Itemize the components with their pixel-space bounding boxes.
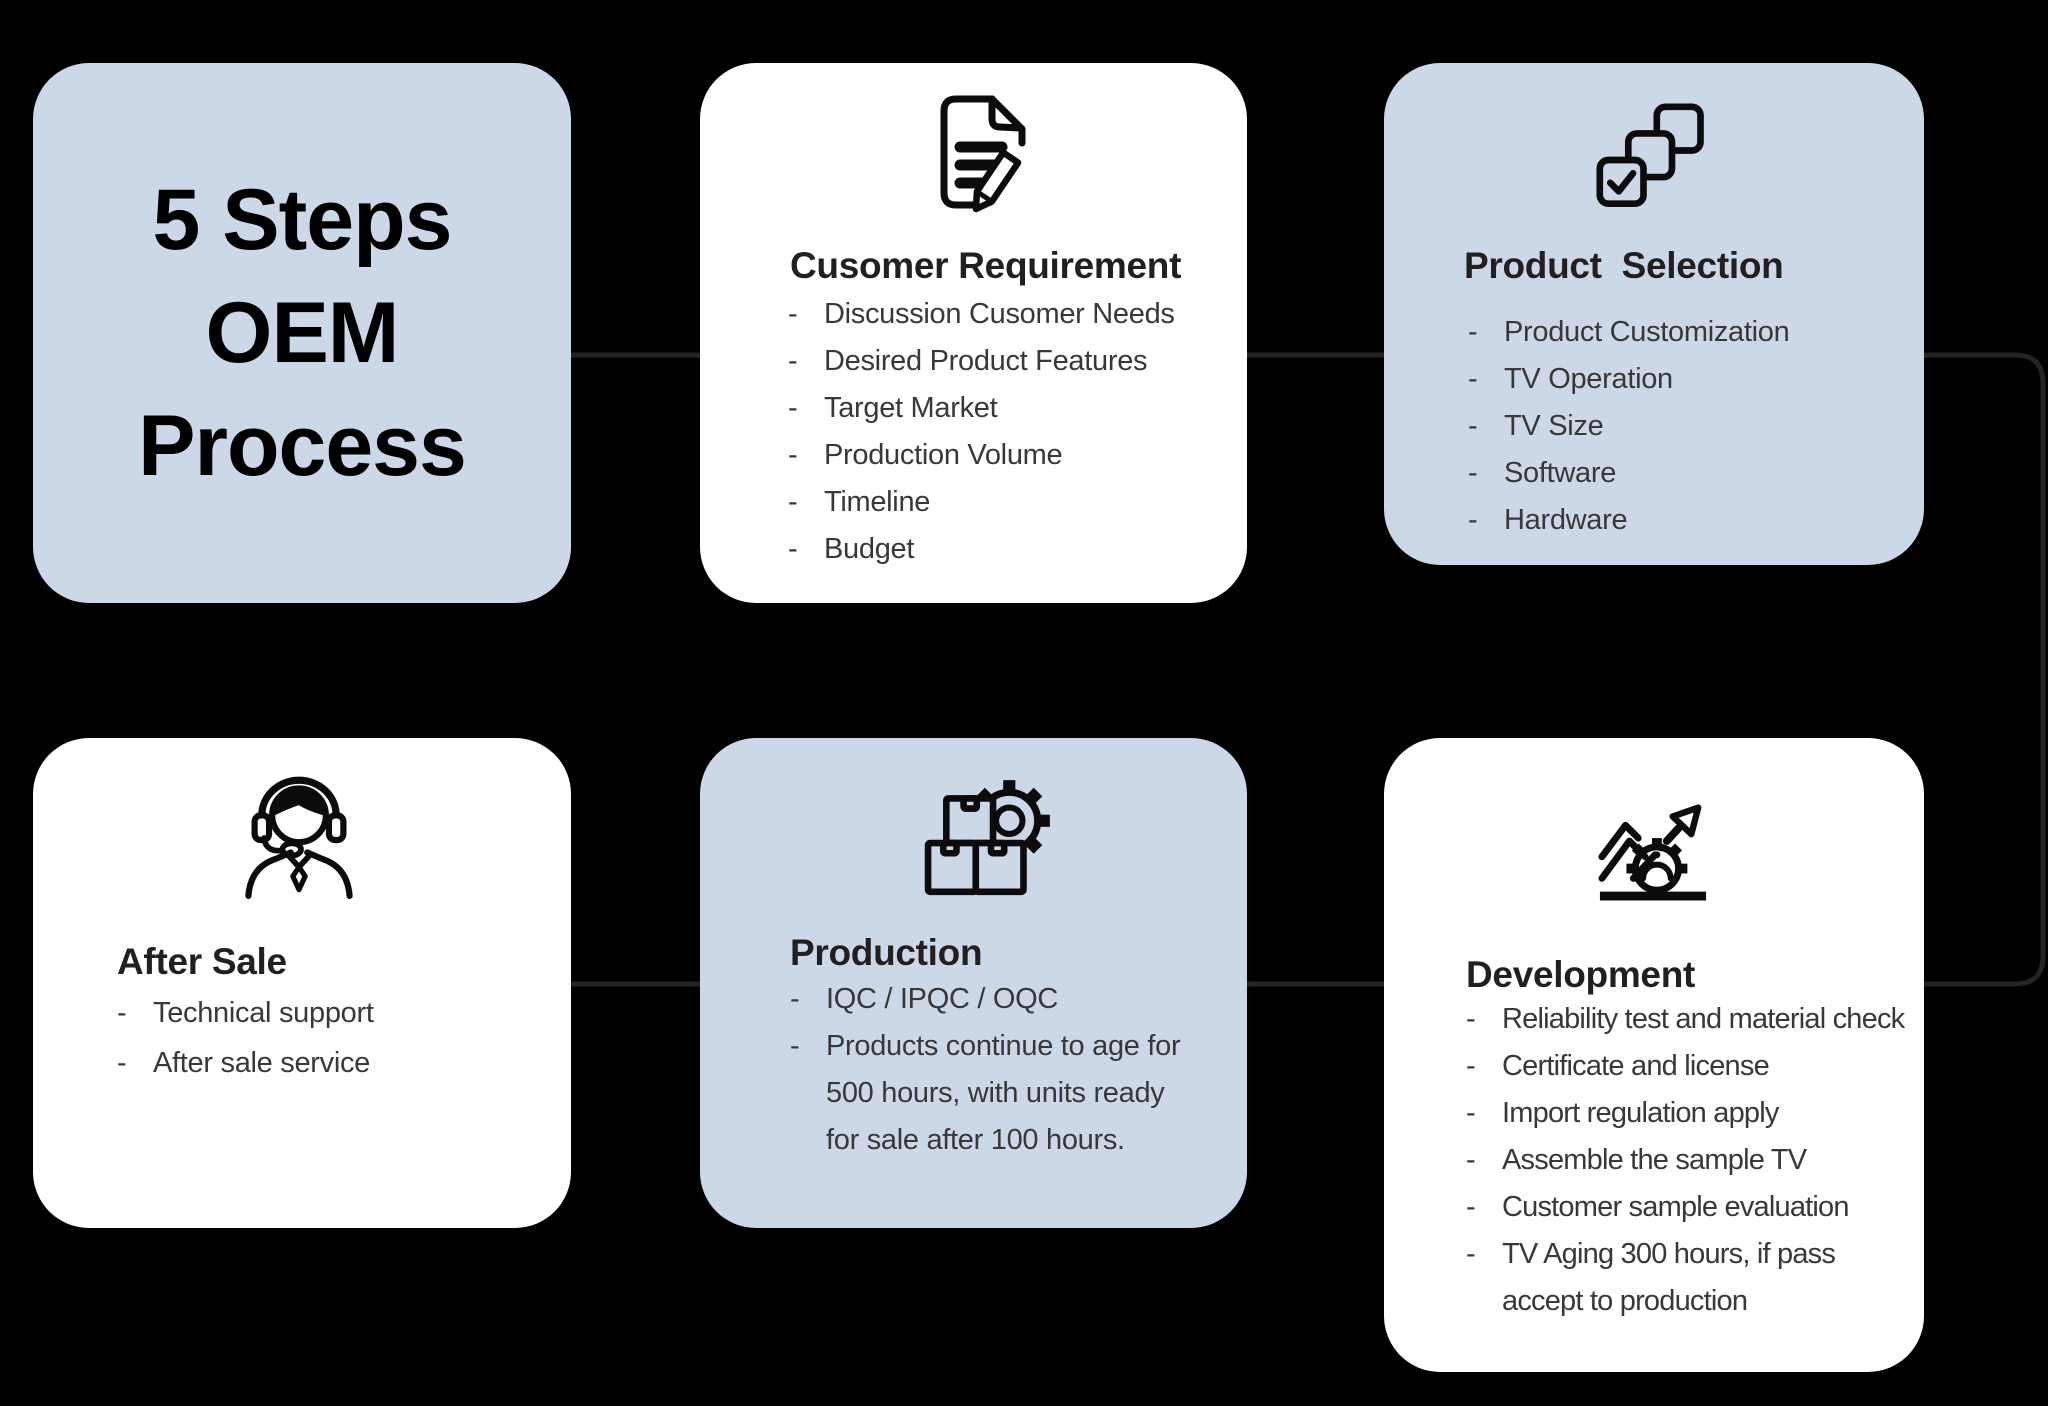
list-marker: - xyxy=(117,997,127,1029)
list-item: -Assemble the sample TV xyxy=(1466,1137,1940,1184)
stacked-squares-check-icon xyxy=(1596,101,1710,219)
list-marker: - xyxy=(1468,363,1478,395)
list-item: -Reliability test and material check xyxy=(1466,996,1940,1043)
requirement-list: -Discussion Cusomer Needs -Desired Produ… xyxy=(788,291,1218,573)
card-title: Production xyxy=(790,932,983,973)
list-marker: - xyxy=(788,486,798,518)
list-item: -Products continue to age for 500 hours,… xyxy=(790,1023,1220,1164)
list-item: -After sale service xyxy=(117,1038,547,1088)
list-marker: - xyxy=(1466,1238,1476,1270)
list-marker: - xyxy=(788,533,798,565)
list-marker: - xyxy=(1466,1050,1476,1082)
list-item: -TV Aging 300 hours, if pass accept to p… xyxy=(1466,1231,1940,1325)
selection-list: -Product Customization -TV Operation -TV… xyxy=(1468,309,1898,544)
card-five-steps: 5 Steps OEM Process xyxy=(33,63,571,603)
card-title: Development xyxy=(1466,954,1696,995)
development-list: -Reliability test and material check -Ce… xyxy=(1466,996,1940,1325)
card-title: After Sale xyxy=(117,941,287,982)
card-production: Production -IQC / IPQC / OQC -Products c… xyxy=(700,738,1247,1228)
list-marker: - xyxy=(1468,410,1478,442)
card-customer-requirement: Cusomer Requirement -Discussion Cusomer … xyxy=(700,63,1247,603)
list-item: -Discussion Cusomer Needs xyxy=(788,291,1218,338)
list-item: -IQC / IPQC / OQC xyxy=(790,976,1220,1023)
list-marker: - xyxy=(1468,504,1478,536)
list-marker: - xyxy=(788,298,798,330)
list-marker: - xyxy=(1466,1191,1476,1223)
list-item: -Certificate and license xyxy=(1466,1043,1940,1090)
list-marker: - xyxy=(1466,1097,1476,1129)
production-list: -IQC / IPQC / OQC -Products continue to … xyxy=(790,976,1220,1164)
main-title-line: 5 Steps xyxy=(152,171,453,268)
list-marker: - xyxy=(788,345,798,377)
growth-arrow-gear-icon xyxy=(1596,782,1710,904)
list-item: -Software xyxy=(1468,450,1898,497)
list-item: -TV Operation xyxy=(1468,356,1898,403)
list-marker: - xyxy=(117,1047,127,1079)
list-item: -Import regulation apply xyxy=(1466,1090,1940,1137)
card-after-sale: After Sale -Technical support -After sal… xyxy=(33,738,571,1228)
list-item: -Customer sample evaluation xyxy=(1466,1184,1940,1231)
list-item: -Target Market xyxy=(788,385,1218,432)
list-item: -Desired Product Features xyxy=(788,338,1218,385)
list-marker: - xyxy=(1468,457,1478,489)
card-title: Cusomer Requirement xyxy=(790,245,1182,286)
list-item: -Budget xyxy=(788,526,1218,573)
list-marker: - xyxy=(1466,1144,1476,1176)
list-item: -TV Size xyxy=(1468,403,1898,450)
list-item: -Production Volume xyxy=(788,432,1218,479)
main-title-line: OEM xyxy=(205,284,400,381)
after-sale-list: -Technical support -After sale service xyxy=(117,988,547,1088)
list-marker: - xyxy=(790,1030,800,1062)
headset-agent-icon xyxy=(241,772,357,900)
document-edit-icon xyxy=(930,91,1054,215)
list-marker: - xyxy=(788,392,798,424)
list-item: -Timeline xyxy=(788,479,1218,526)
list-marker: - xyxy=(790,983,800,1015)
list-item: -Technical support xyxy=(117,988,547,1038)
list-item: -Product Customization xyxy=(1468,309,1898,356)
main-title: 5 Steps OEM Process xyxy=(33,63,571,603)
connector-selection-to-development xyxy=(1924,352,2046,987)
boxes-gear-icon xyxy=(924,774,1058,900)
main-title-line: Process xyxy=(138,397,467,494)
card-development: Development -Reliability test and materi… xyxy=(1384,738,1924,1372)
list-item: -Hardware xyxy=(1468,497,1898,544)
card-product-selection: Product Selection -Product Customization… xyxy=(1384,63,1924,565)
list-marker: - xyxy=(1468,316,1478,348)
list-marker: - xyxy=(1466,1003,1476,1035)
list-marker: - xyxy=(788,439,798,471)
card-title: Product Selection xyxy=(1464,245,1784,286)
